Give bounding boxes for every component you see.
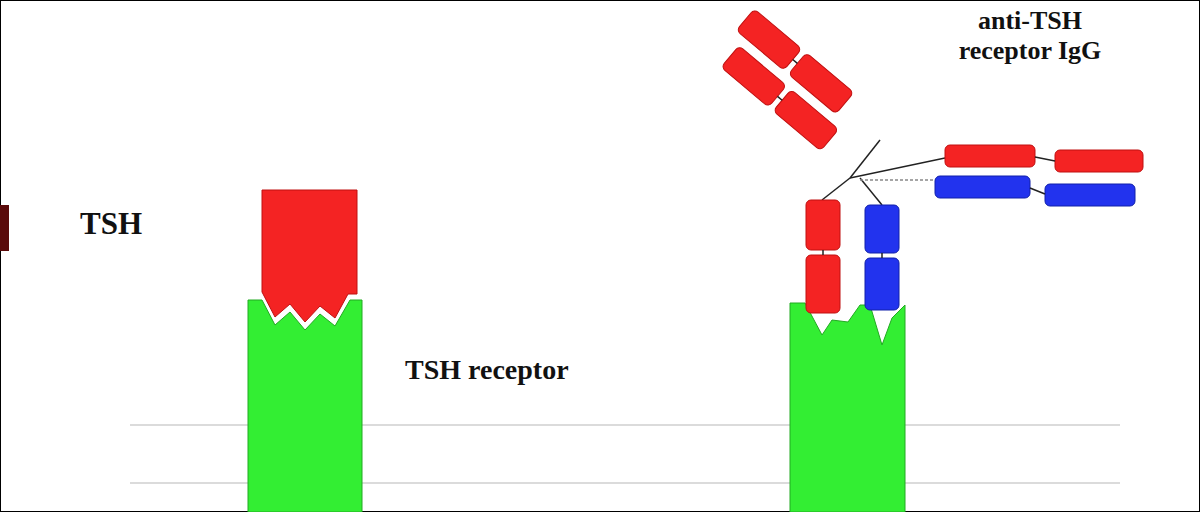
- heavy-chain-domain: [945, 145, 1035, 167]
- receptor-shape: [248, 300, 362, 512]
- edge-mark: [0, 205, 9, 251]
- domain-link: [778, 96, 783, 100]
- antibody-label: anti-TSH receptor IgG: [950, 6, 1110, 66]
- hinge-line: [860, 178, 882, 205]
- receptor-shape: [790, 303, 905, 512]
- domain-link: [1030, 188, 1045, 194]
- receptor-label: TSH receptor: [405, 354, 705, 386]
- domain-link: [1035, 157, 1055, 161]
- hormone-label: TSH: [80, 206, 220, 242]
- light-chain-domain: [1045, 184, 1135, 206]
- hinge-line: [822, 178, 850, 200]
- domain-link: [822, 250, 824, 255]
- heavy-chain-domain: [806, 255, 840, 313]
- light-chain-domain: [935, 176, 1030, 198]
- heavy-chain-domain: [721, 46, 786, 107]
- domain-link: [881, 253, 883, 258]
- hinge-line: [850, 140, 880, 178]
- hormone-shape: [262, 190, 357, 322]
- light-chain-domain: [865, 258, 899, 310]
- heavy-chain-domain: [806, 200, 840, 250]
- domain-link: [793, 60, 798, 64]
- hinge-line: [860, 179, 940, 181]
- light-chain-domain: [865, 205, 899, 253]
- heavy-chain-domain: [1055, 150, 1143, 172]
- heavy-chain-domain: [773, 89, 838, 150]
